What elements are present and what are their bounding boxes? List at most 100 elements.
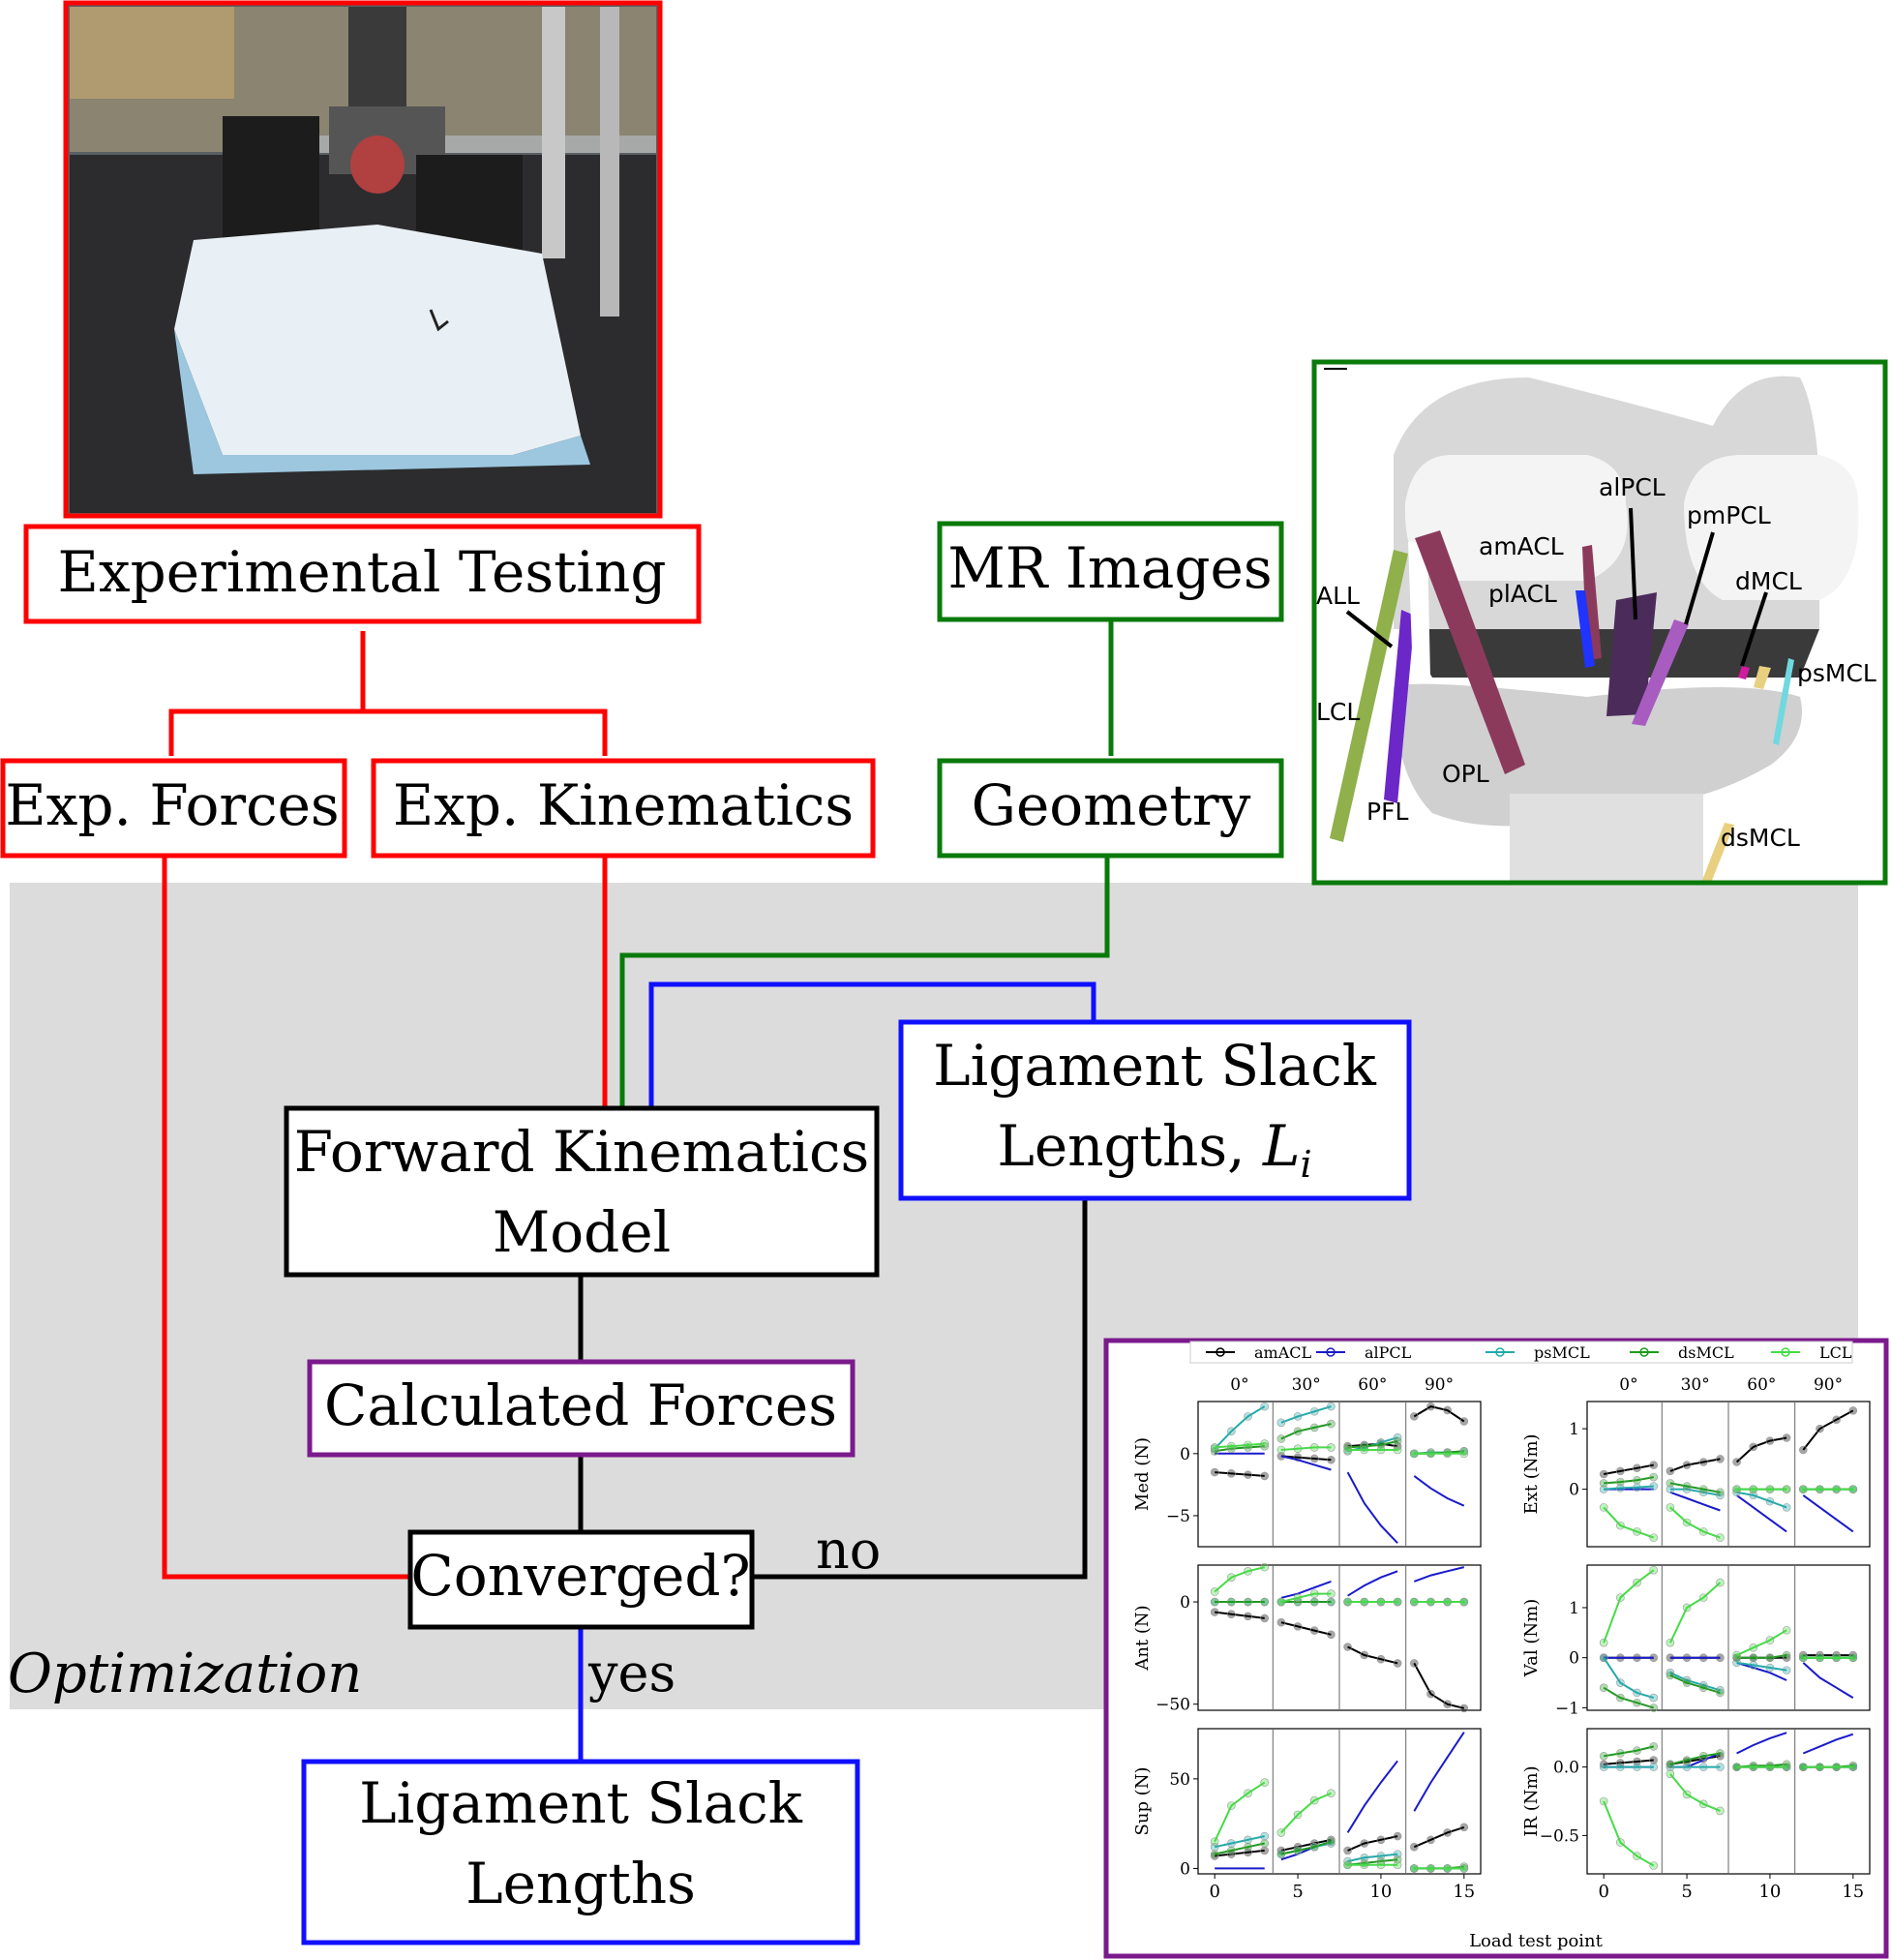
series-point-amACL [1293,1622,1303,1631]
series-point-LCL [1210,1837,1219,1846]
series-point-LCL [1309,1443,1319,1452]
svg-text:MR Images: MR Images [947,535,1272,601]
series-point-LCL [1426,1449,1435,1459]
column-header: 30° [1292,1375,1321,1395]
series-point-LCL [1798,1763,1808,1771]
series-point-psMCL [1633,1688,1641,1698]
series-point-dsMCL [1698,1752,1708,1761]
series-point-LCL [1616,1593,1625,1602]
series-line-LCL [1603,1506,1655,1539]
x-tick-label: 5 [1292,1882,1303,1902]
series-point-LCL [1343,1445,1352,1455]
series-point-amACL [1816,1424,1824,1433]
series-point-dsMCL [1616,1477,1625,1487]
series-line-dsMCL [1347,1440,1398,1449]
series-point-LCL [1698,1593,1708,1602]
series-point-amACL [1459,1704,1469,1713]
series-point-LCL [1343,1597,1352,1607]
series-point-psMCL [1782,1666,1791,1674]
series-point-LCL [1393,1860,1402,1870]
series-point-LCL [1227,1801,1236,1810]
series-line-dsMCL [1604,1476,1654,1485]
series-line-LCL [1669,1506,1721,1539]
y-tick-label: −5 [1166,1507,1190,1526]
series-point-amACL [1276,1617,1286,1627]
series-point-amACL [1599,1469,1608,1479]
column-header: 60° [1747,1375,1776,1395]
chart-xlabel: Load test point [1469,1931,1604,1951]
series-point-amACL [1732,1458,1741,1466]
series-point-LCL [1459,1597,1469,1607]
series-line-alPCL [1347,1570,1398,1597]
series-point-LCL [1244,1789,1252,1797]
series-line-dsMCL [1604,1745,1654,1758]
series-point-amACL [1459,1823,1469,1832]
series-point-amACL [1360,1650,1369,1660]
legend-label-dsMCL: dsMCL [1678,1343,1734,1362]
series-point-LCL [1848,1763,1858,1771]
slack-lengths-symbol: L [1262,1113,1301,1179]
series-line-LCL [1669,1773,1721,1812]
series-line-psMCL [1669,1488,1721,1496]
series-point-amACL [1749,1442,1758,1452]
series-line-psMCL [1669,1672,1721,1692]
series-line-amACL [1347,1645,1398,1665]
column-header: 30° [1681,1375,1710,1395]
series-point-LCL [1716,1533,1725,1542]
series-point-LCL [1798,1485,1808,1493]
optimization-label: Optimization [8,1643,362,1705]
series-point-amACL [1616,1466,1625,1476]
series-point-LCL [1848,1653,1858,1662]
series-point-LCL [1293,1810,1303,1820]
y-axis-label: Ant (N) [1132,1605,1153,1671]
series-point-psMCL [1633,1763,1641,1771]
series-point-LCL [1816,1763,1824,1771]
series-line-alPCL [1346,1471,1398,1544]
svg-text:Model: Model [493,1199,671,1265]
series-line-alPCL [1736,1732,1787,1755]
svg-text:Converged?: Converged? [410,1543,750,1609]
svg-text:Geometry: Geometry [972,772,1251,838]
series-line-dsMCL [1669,1674,1721,1694]
series-point-dsMCL [1649,1472,1659,1482]
knee-label-lcl: LCL [1316,698,1360,726]
series-point-LCL [1360,1597,1369,1607]
series-point-amACL [1327,1455,1336,1464]
series-line-psMCL [1214,1405,1266,1450]
box-forward-kinematics-model: Forward Kinematics Model [284,1105,880,1278]
knee-label-amacl: amACL [1479,532,1564,560]
series-line-LCL [1215,1442,1265,1449]
svg-text:Lengths: Lengths [465,1851,696,1916]
series-point-amACL [1260,1613,1270,1623]
series-point-dsMCL [1698,1683,1708,1693]
series-point-psMCL [1666,1668,1675,1677]
knee-mri-render: alPCL pmPCL amACL plACL dMCL ALL psMCL L… [1311,359,1888,886]
series-point-amACL [1409,1412,1419,1421]
series-point-dsMCL [1376,1440,1386,1450]
series-line-amACL [1413,1405,1465,1423]
series-point-amACL [1227,1469,1236,1478]
series-point-LCL [1633,1852,1641,1860]
series-point-amACL [1848,1406,1858,1415]
series-point-amACL [1782,1433,1791,1442]
series-point-dsMCL [1666,1671,1675,1680]
series-point-LCL [1749,1485,1758,1493]
series-point-amACL [1210,1608,1219,1616]
series-point-LCL [1616,1521,1625,1530]
series-point-dsMCL [1682,1482,1692,1491]
series-point-amACL [1443,1405,1452,1415]
series-point-dsMCL [1633,1475,1641,1485]
series-line-LCL [1280,1592,1332,1603]
y-tick-label: 0 [1180,1859,1190,1879]
series-point-LCL [1832,1485,1841,1493]
series-point-LCL [1816,1653,1824,1662]
series-point-psMCL [1260,1402,1270,1411]
robot-lab-photo [63,0,663,519]
series-point-LCL [1832,1653,1841,1662]
series-line-LCL [1214,1781,1266,1843]
series-point-LCL [1426,1597,1435,1607]
